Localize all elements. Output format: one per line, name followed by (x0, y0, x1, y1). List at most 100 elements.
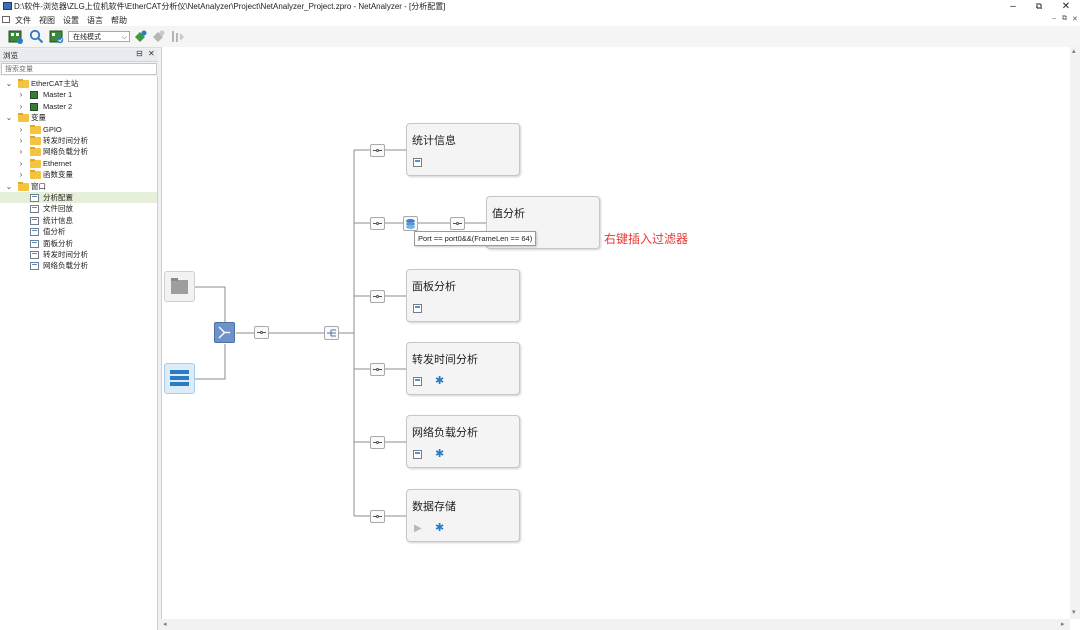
scroll-right-icon[interactable]: ▸ (1061, 621, 1065, 628)
stats-card[interactable]: 统计信息 (406, 123, 520, 176)
forward-time-card[interactable]: 转发时间分析 ✱ (406, 342, 520, 395)
menu-settings[interactable]: 设置 (63, 16, 79, 25)
branch-connector-1[interactable] (370, 144, 385, 157)
browser-tree: ⌄EtherCAT主站›Master 1›Master 2⌄变量›GPIO›转发… (0, 76, 158, 630)
scroll-left-icon[interactable]: ◂ (163, 621, 167, 628)
tree-item[interactable]: ⌄EtherCAT主站 (0, 78, 157, 89)
window-icon[interactable] (413, 377, 422, 386)
tree-item[interactable]: 网络负载分析 (0, 260, 157, 271)
tree-item[interactable]: ›GPIO (0, 124, 157, 135)
card-title: 面板分析 (412, 281, 456, 293)
tree-item[interactable]: 统计信息 (0, 215, 157, 226)
browser-panel-header: 浏览 ⊟ ✕ (0, 49, 158, 62)
minimize-button[interactable]: – (1010, 1, 1016, 12)
panel-close-icon[interactable]: ✕ (148, 49, 155, 58)
menu-view[interactable]: 视图 (39, 16, 55, 25)
panel-float-icon[interactable]: ⊟ (136, 49, 143, 58)
analysis-canvas[interactable]: 统计信息 值分析 面板分析 转发时间分析 ✱ 网络负载分析 ✱ 数据存储 ▶ ✱ (161, 47, 1080, 630)
tree-item-label: 分析配置 (43, 193, 73, 202)
menu-file[interactable]: 文件 (15, 16, 31, 25)
menu-help[interactable]: 帮助 (111, 16, 127, 25)
folder-icon (30, 136, 41, 145)
expand-right-icon[interactable]: › (19, 90, 23, 100)
gear-icon[interactable]: ✱ (435, 448, 445, 460)
server-icon (170, 370, 189, 386)
tree-item[interactable]: ⌄变量 (0, 112, 157, 123)
tree-item[interactable]: 值分析 (0, 226, 157, 237)
device-config-icon[interactable] (8, 29, 23, 44)
folder-icon (30, 124, 41, 134)
menu-language[interactable]: 语言 (87, 16, 103, 25)
panel-window-icon[interactable] (413, 304, 422, 313)
scroll-up-icon[interactable]: ▴ (1072, 48, 1076, 55)
variable-search-input[interactable] (1, 63, 157, 75)
tree-item[interactable]: ›网络负载分析 (0, 146, 157, 157)
tree-item[interactable]: › Master 2 (0, 101, 157, 112)
mdi-close-button[interactable]: ✕ (1072, 16, 1078, 23)
panel-analysis-card[interactable]: 面板分析 (406, 269, 520, 322)
folder-icon (30, 147, 41, 157)
value-connector[interactable] (450, 217, 465, 230)
restore-button[interactable]: ⧉ (1035, 1, 1043, 11)
branch-connector-3[interactable] (370, 290, 385, 303)
device-connect-icon[interactable] (49, 29, 64, 44)
expand-down-icon[interactable]: ⌄ (5, 113, 13, 123)
expand-right-icon[interactable]: › (19, 101, 23, 111)
mode-select-value: 在线模式 (73, 34, 101, 41)
branch-connector-6[interactable] (370, 510, 385, 523)
play-icon[interactable]: ▶ (414, 523, 422, 534)
app-icon (3, 2, 12, 10)
network-load-card[interactable]: 网络负载分析 ✱ (406, 415, 520, 468)
filter-node[interactable] (403, 216, 418, 231)
folder-icon (18, 113, 29, 123)
folder-icon (18, 79, 29, 88)
branch-connector-5[interactable] (370, 436, 385, 449)
tree-item-label: 面板分析 (43, 238, 73, 248)
mdi-restore-button[interactable]: ⧉ (1062, 15, 1067, 22)
expand-right-icon[interactable]: › (19, 147, 23, 157)
file-source-node[interactable] (164, 271, 195, 302)
device-source-node[interactable] (164, 363, 195, 394)
expand-right-icon[interactable]: › (19, 136, 23, 145)
expand-down-icon[interactable]: ⌄ (5, 79, 13, 88)
mdi-system-icon[interactable] (2, 16, 10, 23)
horizontal-scrollbar[interactable]: ◂ ▸ (161, 619, 1070, 630)
window-icon (30, 228, 39, 237)
scroll-down-icon[interactable]: ▾ (1072, 609, 1076, 616)
tree-item[interactable]: 文件回放 (0, 203, 157, 214)
expand-down-icon[interactable]: ⌄ (5, 181, 13, 191)
mdi-minimize-button[interactable]: – (1052, 15, 1056, 22)
tree-item[interactable]: 面板分析 (0, 238, 157, 249)
expand-right-icon[interactable]: › (19, 158, 23, 168)
gear-icon[interactable]: ✱ (435, 375, 445, 387)
gear-icon[interactable]: ✱ (435, 522, 445, 534)
mode-select[interactable]: 在线模式 ⌵ (68, 31, 130, 42)
title-bar: D:\软件-浏览器\ZLG上位机软件\EtherCAT分析仪\NetAnalyz… (0, 0, 1080, 13)
distributor-node[interactable] (324, 326, 339, 340)
tree-item[interactable]: 分析配置 (0, 192, 157, 203)
stats-window-icon[interactable] (413, 158, 422, 167)
tree-item[interactable]: ›转发时间分析 (0, 135, 157, 146)
tree-item-label: 网络负载分析 (43, 261, 88, 271)
tree-item[interactable]: ›函数变量 (0, 169, 157, 180)
tree-item[interactable]: 转发时间分析 (0, 249, 157, 260)
connector-node[interactable] (254, 326, 269, 339)
plugin-icon[interactable] (133, 29, 148, 44)
branch-connector-2[interactable] (370, 217, 385, 230)
expand-right-icon[interactable]: › (19, 124, 23, 134)
merge-node[interactable] (214, 322, 235, 343)
tree-item[interactable]: ›Ethernet (0, 158, 157, 169)
data-storage-card[interactable]: 数据存储 ▶ ✱ (406, 489, 520, 542)
search-icon[interactable] (29, 29, 44, 44)
window-icon[interactable] (413, 450, 422, 459)
record-disabled-icon[interactable] (170, 29, 185, 44)
connection-lines (195, 149, 486, 517)
vertical-scrollbar[interactable]: ▴ ▾ (1070, 47, 1080, 619)
plugin-disabled-icon[interactable] (151, 29, 166, 44)
branch-connector-4[interactable] (370, 363, 385, 376)
close-button[interactable]: ✕ (1061, 1, 1071, 12)
expand-right-icon[interactable]: › (19, 170, 23, 180)
tree-item[interactable]: ⌄窗口 (0, 181, 157, 192)
tree-item[interactable]: ›Master 1 (0, 89, 157, 100)
tree-item-label: Master 2 (43, 101, 73, 111)
